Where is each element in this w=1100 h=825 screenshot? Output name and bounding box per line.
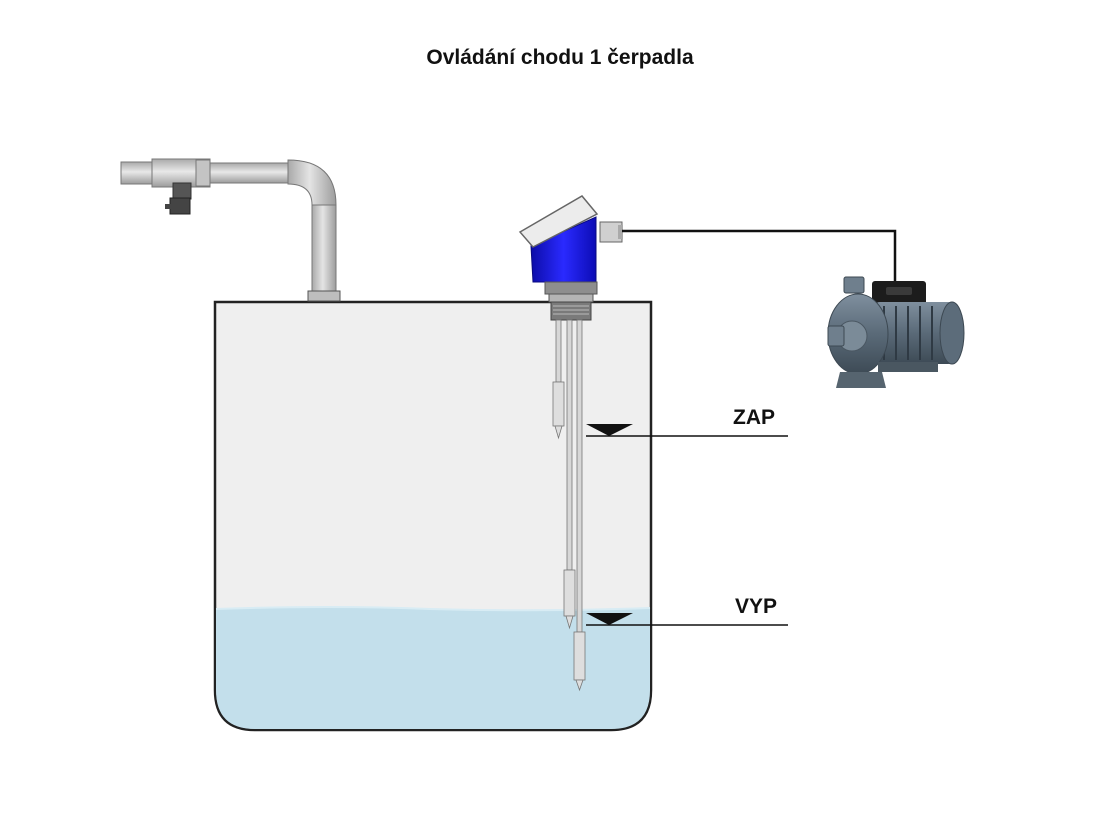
triangle-marker-icon — [586, 424, 633, 436]
triangle-marker-icon — [586, 613, 633, 625]
level-probe-icon — [518, 195, 623, 692]
diagram-title: Ovládání chodu 1 čerpadla — [426, 46, 694, 69]
signal-cable — [622, 229, 897, 287]
level-marker-on — [586, 424, 788, 437]
tank — [213, 300, 653, 732]
centrifugal-pump-icon — [827, 276, 965, 388]
level-off-label: VYP — [735, 595, 778, 618]
water-body — [216, 607, 650, 729]
pipe-elbow-icon — [120, 158, 341, 302]
level-marker-off — [586, 613, 788, 626]
level-on-label: ZAP — [733, 406, 775, 429]
